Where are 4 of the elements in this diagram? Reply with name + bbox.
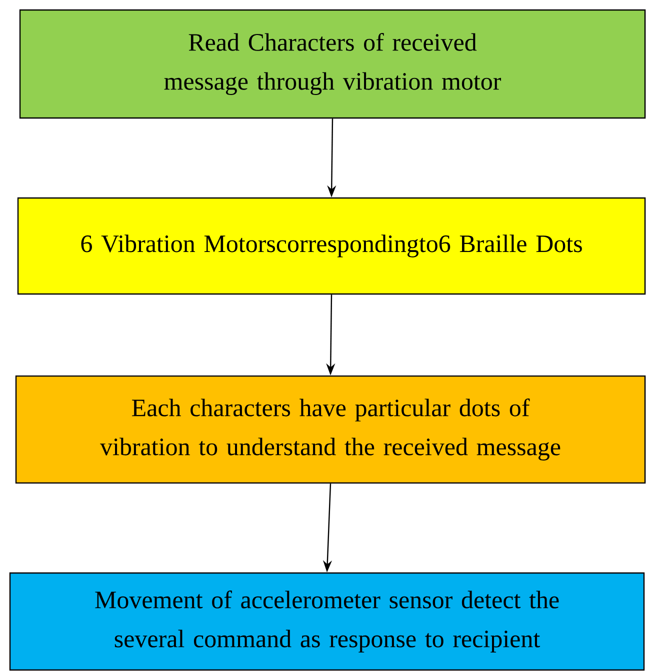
process-box: 6 Vibration Motorscorrespondingto6 Braille Dots: [17, 197, 646, 295]
process-box: Movement of accelerometer sensor detect the several command as response to recipient: [9, 572, 645, 671]
process-box: Read Characters of received message through vibration motor: [19, 9, 646, 119]
process-box: Each characters have particular dots of vibration to understand the received message: [15, 375, 646, 484]
